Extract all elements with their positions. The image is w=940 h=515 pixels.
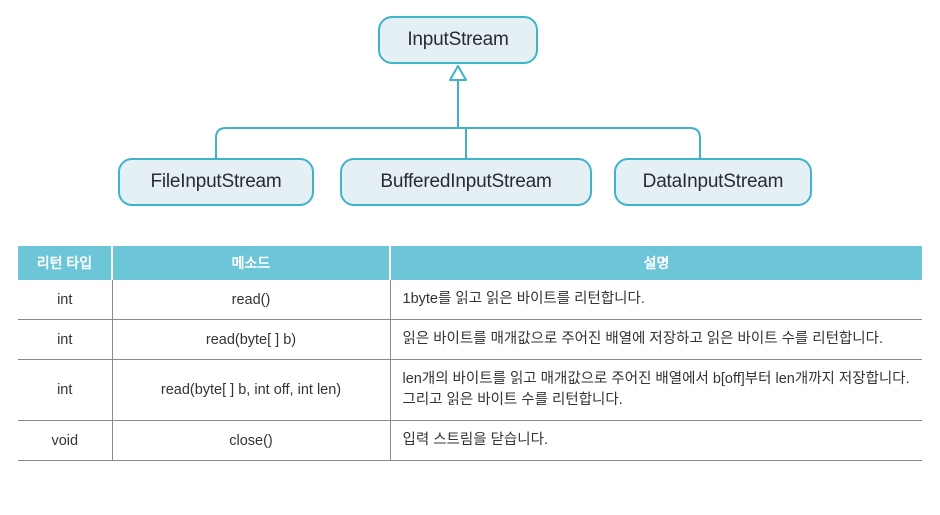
table-row: void close() 입력 스트림을 닫습니다. [18, 420, 922, 462]
cell-method: read(byte[ ] b) [112, 319, 391, 361]
cell-return-type: int [18, 359, 113, 422]
class-box-label: InputStream [407, 29, 509, 50]
cell-method: read(byte[ ] b, int off, int len) [112, 359, 391, 422]
cell-return-type: int [18, 280, 113, 321]
class-box-bufferedinputstream[interactable]: BufferedInputStream [340, 158, 592, 206]
cell-method: close() [112, 420, 391, 462]
cell-return-type: void [18, 420, 113, 462]
table-header-row: 리턴 타입 메소드 설명 [18, 246, 922, 280]
class-box-label: FileInputStream [150, 171, 282, 192]
table-row: int read(byte[ ] b, int off, int len) le… [18, 359, 922, 422]
table-row: int read() 1byte를 읽고 읽은 바이트를 리턴합니다. [18, 280, 922, 321]
cell-description: 읽은 바이트를 매개값으로 주어진 배열에 저장하고 읽은 바이트 수를 리턴합… [390, 319, 922, 361]
class-box-fileinputstream[interactable]: FileInputStream [118, 158, 314, 206]
cell-description: 입력 스트림을 닫습니다. [390, 420, 922, 462]
generalization-arrowhead [449, 65, 467, 81]
table-row: int read(byte[ ] b) 읽은 바이트를 매개값으로 주어진 배열… [18, 319, 922, 361]
class-box-label: DataInputStream [642, 171, 784, 192]
cell-description: len개의 바이트를 읽고 매개값으로 주어진 배열에서 b[off]부터 le… [390, 359, 922, 422]
column-header-return-type: 리턴 타입 [18, 246, 113, 280]
class-box-label: BufferedInputStream [380, 171, 552, 192]
connector-bus [215, 127, 701, 158]
class-box-datainputstream[interactable]: DataInputStream [614, 158, 812, 206]
method-reference-table: 리턴 타입 메소드 설명 int read() 1byte를 읽고 읽은 바이트… [18, 246, 922, 462]
class-box-inputstream[interactable]: InputStream [378, 16, 538, 64]
cell-description: 1byte를 읽고 읽은 바이트를 리턴합니다. [390, 280, 922, 321]
column-header-method: 메소드 [112, 246, 391, 280]
column-header-description: 설명 [390, 246, 922, 280]
cell-method: read() [112, 280, 391, 321]
cell-return-type: int [18, 319, 113, 361]
class-hierarchy-diagram: InputStream FileInputStream BufferedInpu… [0, 0, 940, 230]
